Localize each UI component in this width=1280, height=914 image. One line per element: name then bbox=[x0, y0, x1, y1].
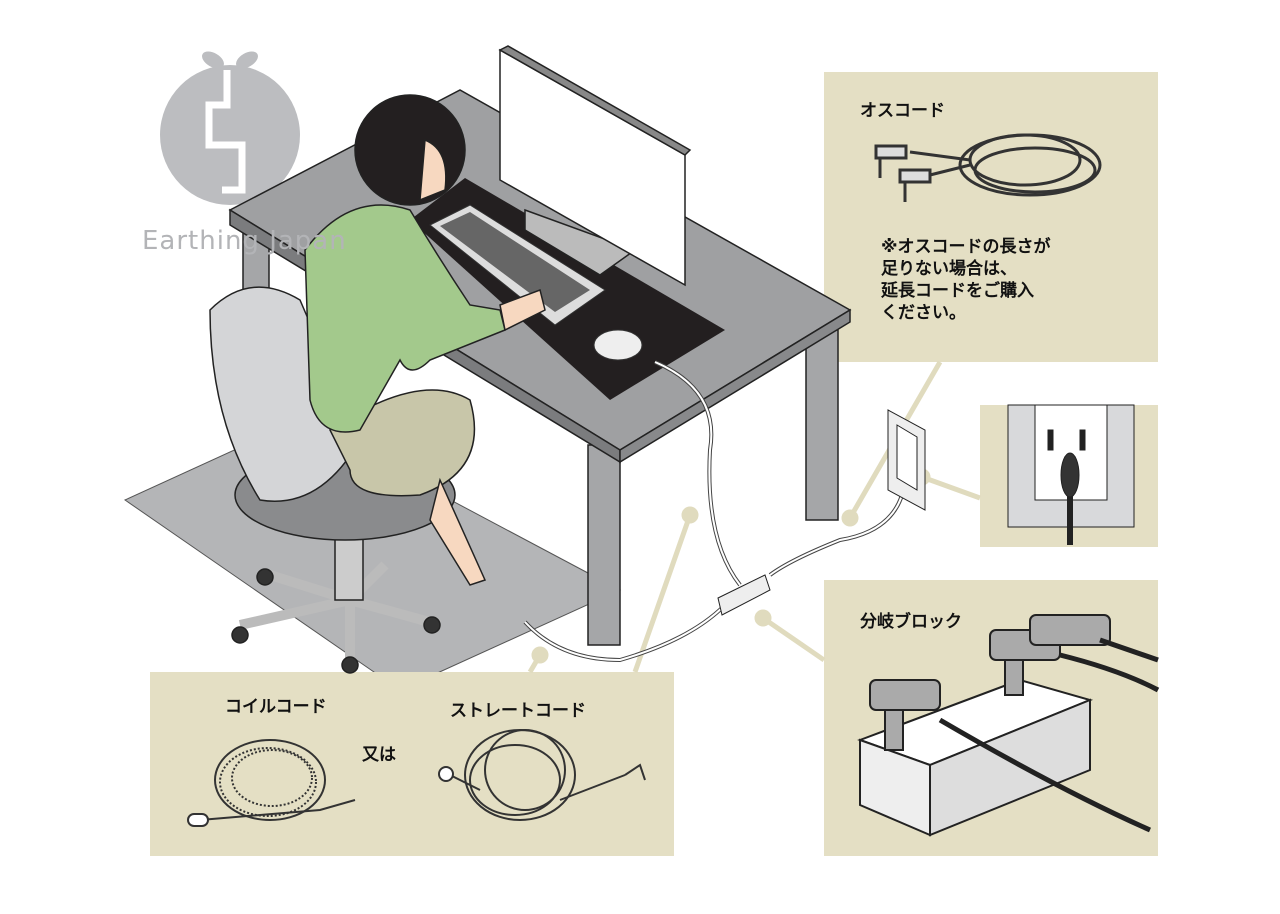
mouse bbox=[593, 329, 643, 361]
note-line: 延長コードをご購入 bbox=[881, 281, 1034, 301]
monitor bbox=[498, 45, 692, 287]
straight-cord-label: ストレートコード bbox=[450, 701, 586, 721]
male-cord-image bbox=[874, 133, 1102, 202]
outlet-closeup bbox=[1007, 404, 1135, 545]
brand-wordmark: Earthing Japan bbox=[142, 226, 347, 256]
note-line: 足りない場合は、 bbox=[881, 259, 1017, 279]
keyboard bbox=[429, 204, 606, 326]
male-cord-title: オスコード bbox=[860, 101, 945, 121]
male-cord-note: ※オスコードの長さが 足りない場合は、 延長コードをご購入 ください。 bbox=[881, 236, 1051, 324]
male-cord-panel bbox=[824, 72, 1158, 362]
cord-types-panel bbox=[150, 672, 674, 856]
splitter-block-small bbox=[717, 574, 771, 616]
person bbox=[304, 94, 546, 586]
coil-cord-image bbox=[187, 739, 356, 827]
splitter-block-image bbox=[857, 614, 1160, 837]
or-label: 又は bbox=[362, 745, 396, 765]
earthing-japan-logo bbox=[160, 51, 300, 205]
note-line: ください。 bbox=[881, 303, 966, 323]
wall-outlet bbox=[887, 409, 926, 511]
note-line: ※オスコードの長さが bbox=[881, 237, 1051, 257]
straight-cord-image bbox=[438, 729, 646, 821]
splitter-title: 分岐ブロック bbox=[860, 612, 962, 632]
coil-cord-label: コイルコード bbox=[225, 697, 327, 717]
